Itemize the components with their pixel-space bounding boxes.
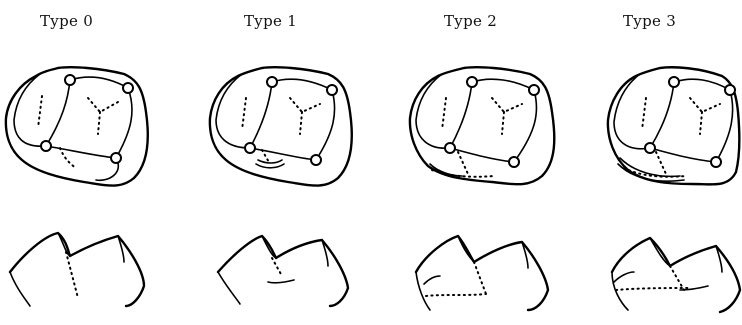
cusp-marker bbox=[445, 143, 455, 153]
cusp-marker bbox=[645, 143, 655, 153]
cusp-marker bbox=[327, 85, 337, 95]
type-0-crown-side-view bbox=[10, 233, 144, 306]
type-2-crown-side-view bbox=[416, 236, 548, 310]
cusp-marker bbox=[111, 153, 121, 163]
cusp-marker bbox=[725, 85, 735, 95]
cusp-marker bbox=[267, 77, 277, 87]
cusp-marker bbox=[245, 143, 255, 153]
cusp-marker bbox=[41, 141, 51, 151]
type-2-crown-top-view bbox=[410, 67, 554, 184]
type-3-crown-top-view bbox=[608, 67, 739, 184]
cusp-marker bbox=[669, 77, 679, 87]
type-1-crown-top-view bbox=[210, 67, 352, 185]
cusp-marker bbox=[123, 83, 133, 93]
cusp-marker bbox=[529, 85, 539, 95]
cusp-marker bbox=[711, 157, 721, 167]
type-1-crown-side-view bbox=[218, 236, 348, 306]
type-3-crown-side-view bbox=[612, 238, 740, 312]
type-0-crown-top-view bbox=[6, 67, 148, 185]
cusp-marker bbox=[311, 155, 321, 165]
cusp-marker bbox=[509, 157, 519, 167]
cusp-marker bbox=[467, 77, 477, 87]
cusp-marker bbox=[65, 75, 75, 85]
